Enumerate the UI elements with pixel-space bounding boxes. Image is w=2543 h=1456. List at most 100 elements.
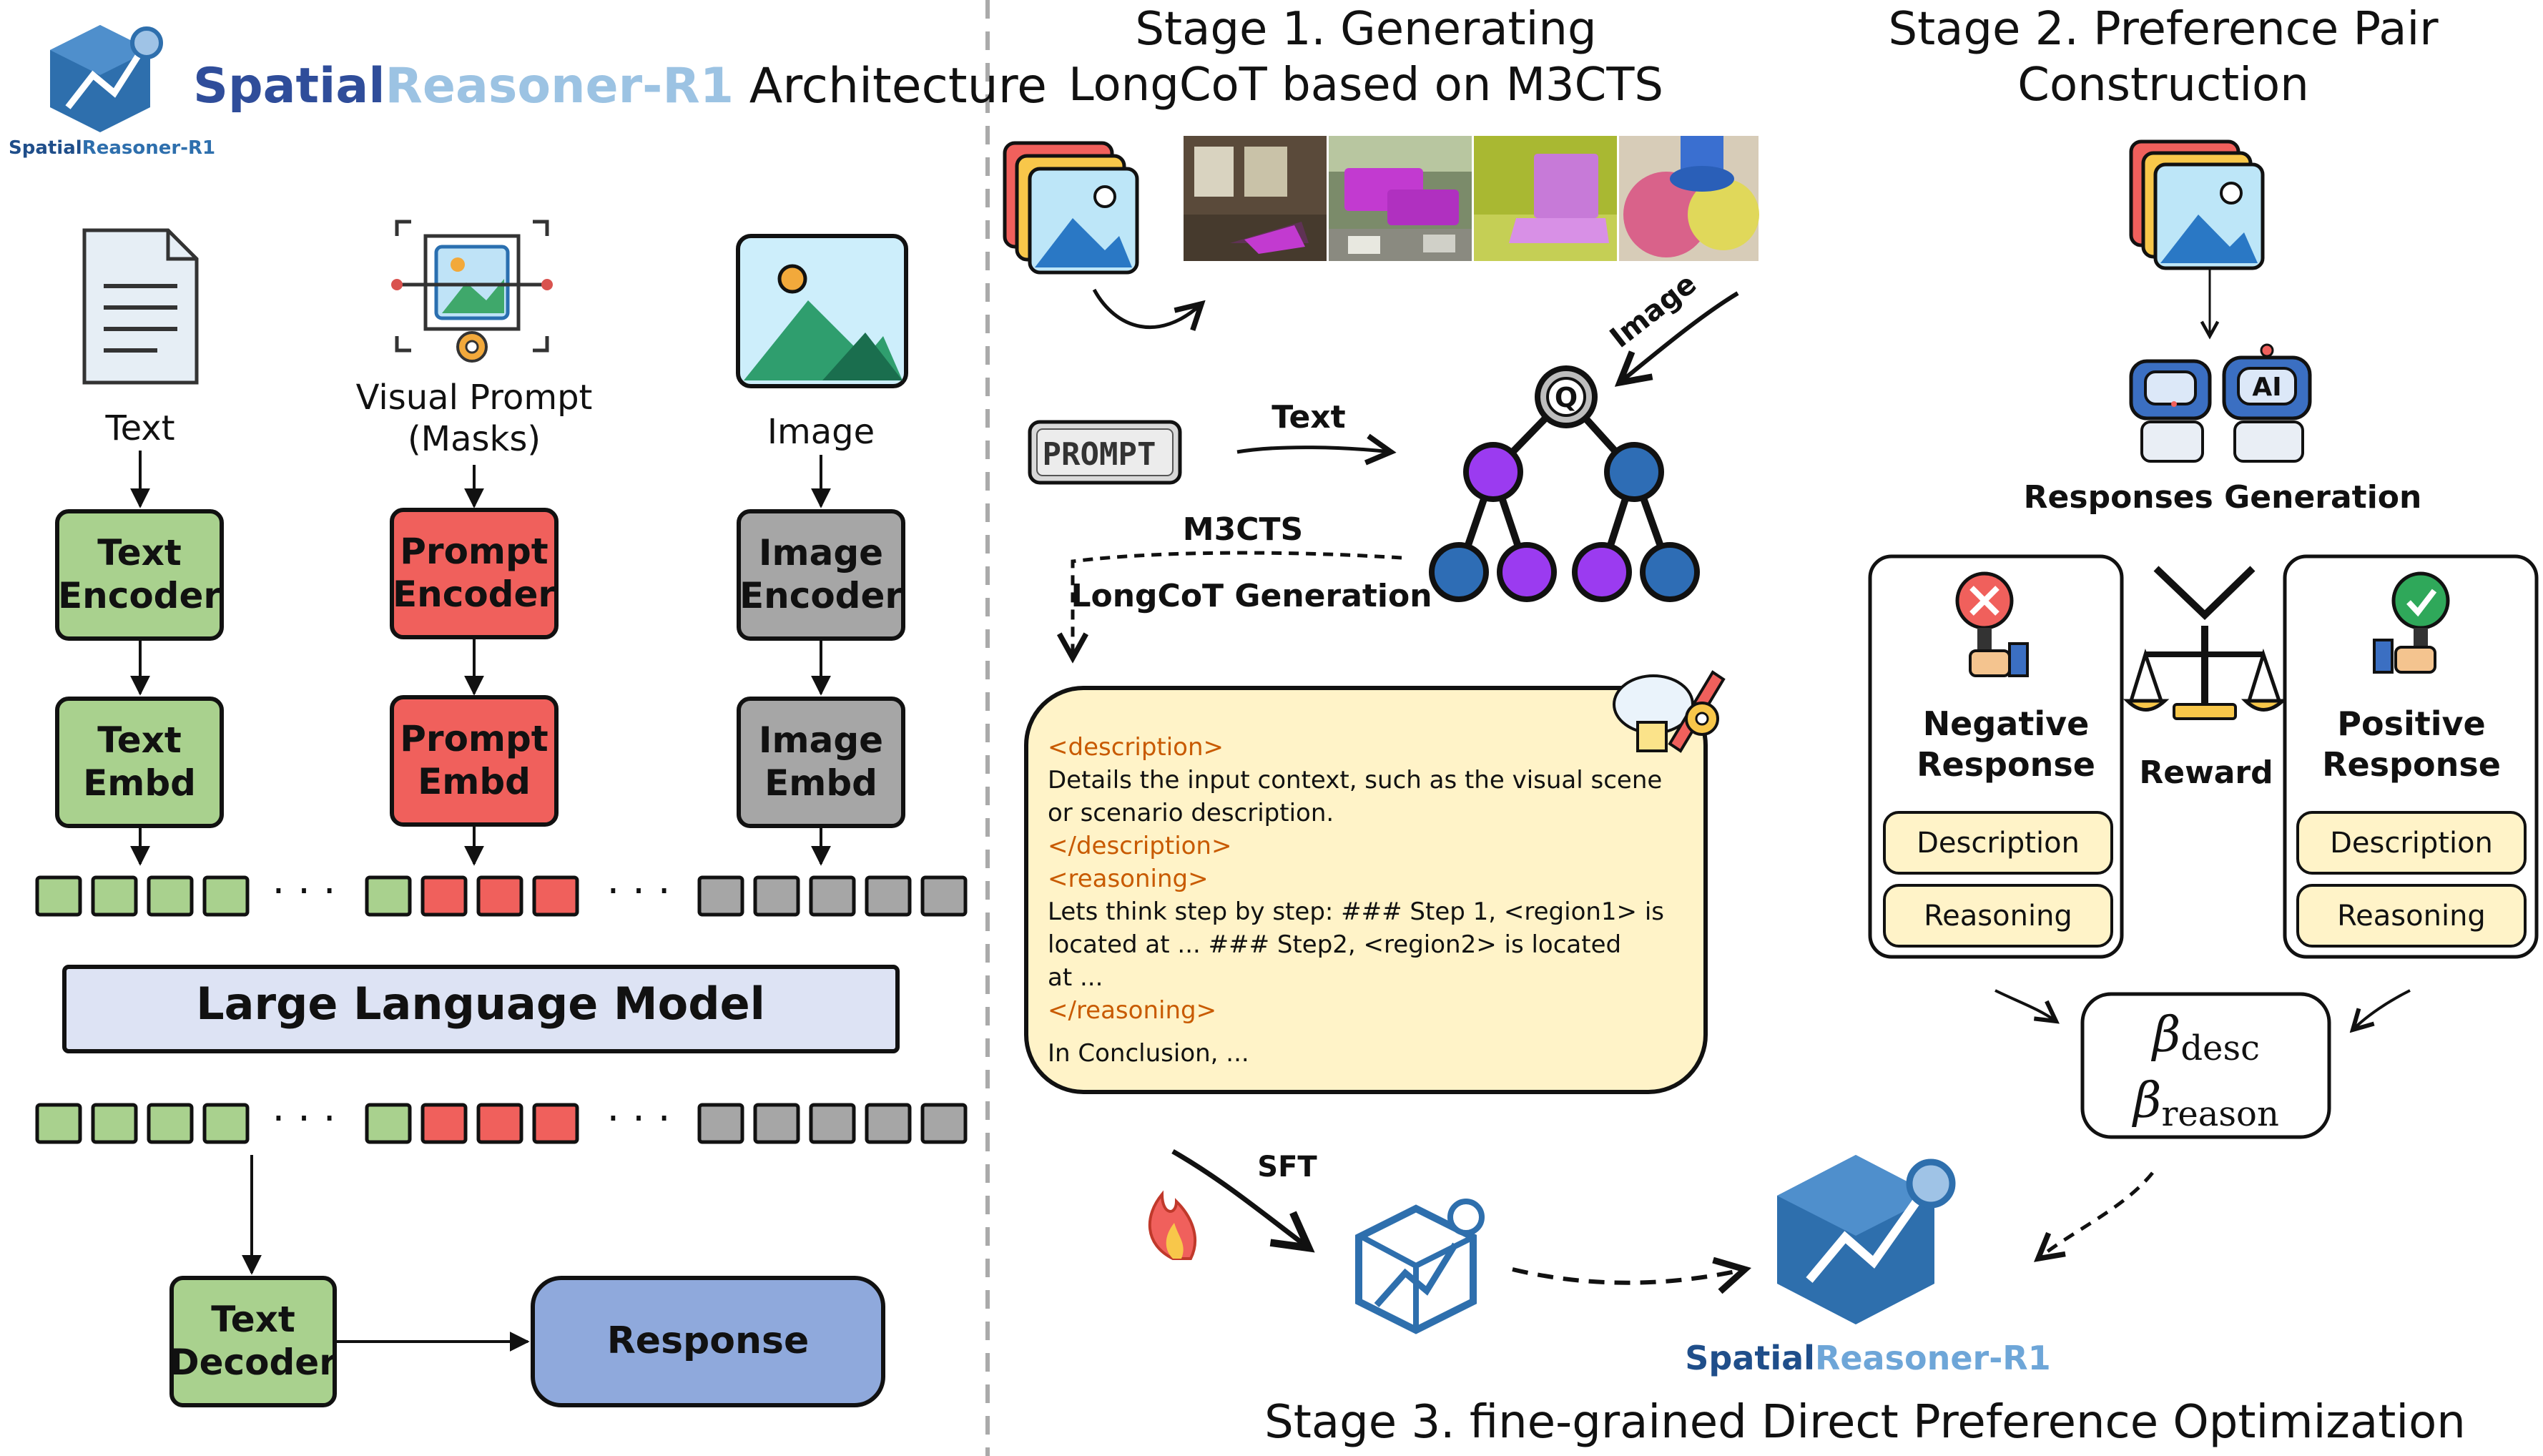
thumbs-up-icon [2373, 571, 2450, 674]
token-square [809, 1103, 856, 1144]
tree-node [1572, 542, 1632, 602]
token-square [920, 875, 968, 917]
svg-text:Description: Description [2330, 827, 2493, 860]
visual-prompt-icon [391, 220, 553, 363]
text-decoder: Text Decoder [169, 1276, 337, 1407]
cot-reasoning-line: at ... [1048, 963, 1103, 992]
svg-text:Embd: Embd [83, 762, 196, 804]
logo-caption: SpatialReasoner-R1 [9, 137, 215, 159]
base-to-final-dashed-arrow [1512, 1269, 1745, 1283]
token-square [35, 875, 82, 917]
token-square [365, 1103, 412, 1144]
svg-text:Negative: Negative [1923, 704, 2090, 743]
negative-description-chip: Description [1883, 811, 2113, 875]
svg-text:Description: Description [1917, 827, 2080, 860]
brand-logo: SpatialReasoner-R1 [9, 25, 215, 159]
input-label-masks: (Masks) [408, 419, 541, 459]
token-square [147, 1103, 194, 1144]
stage1-title-line1: Stage 1. Generating [1135, 3, 1596, 56]
beta-parameters-box: βdesc βreason [2080, 992, 2331, 1139]
input-label-text: Text [104, 408, 174, 448]
svg-text:Decoder: Decoder [169, 1342, 337, 1383]
text-to-tree-arrow [1236, 448, 1391, 452]
token-square [865, 875, 912, 917]
input-label-visual-prompt: Visual Prompt [356, 378, 593, 418]
token-square [753, 875, 800, 917]
svg-text:Response: Response [1917, 745, 2095, 784]
cot-reasoning-close-tag: </reasoning> [1048, 996, 1216, 1025]
token-square [476, 1103, 523, 1144]
token-square [753, 1103, 800, 1144]
token-square [91, 1103, 138, 1144]
large-language-model: Large Language Model [62, 965, 900, 1053]
svg-text:βdesc: βdesc [2150, 1007, 2260, 1068]
token-ellipsis: · · · [606, 868, 670, 915]
cot-reasoning-open-tag: <reasoning> [1048, 865, 1209, 893]
token-square [865, 1103, 912, 1144]
image-embedding: Image Embd [737, 697, 905, 828]
token-square [697, 1103, 744, 1144]
tree-node [1640, 542, 1700, 602]
robots-icon: AI [2129, 343, 2312, 463]
token-square [697, 875, 744, 917]
positive-reasoning-chip: Reasoning [2296, 884, 2527, 948]
cot-reasoning-line: Lets think step by step: ### Step 1, <re… [1048, 897, 1664, 926]
m3cts-tree: Q [1429, 365, 1700, 602]
longcot-label: LongCoT Generation [1071, 578, 1432, 614]
tree-node [1463, 442, 1523, 502]
longcot-output-box: <description> Details the input context,… [1024, 686, 1708, 1094]
document-icon [82, 228, 199, 385]
svg-text:Encoder: Encoder [393, 574, 556, 615]
m3cts-label: M3CTS [1183, 511, 1303, 548]
token-square [147, 875, 194, 917]
sample-photo-laptop [1474, 136, 1617, 261]
svg-text:Q: Q [1555, 382, 1578, 413]
svg-text:Reasoning: Reasoning [2337, 900, 2486, 933]
positive-response-panel: Positive Response Description Reasoning [2283, 554, 2539, 959]
stage1-title-line2: LongCoT based on M3CTS [1068, 59, 1663, 112]
base-model-logo [1355, 1199, 1485, 1334]
dpo-dashed-arrow [2038, 1171, 2154, 1259]
text-encoder: Text Encoder [55, 509, 224, 641]
image-flow-arrow [1092, 288, 1201, 328]
token-square [532, 875, 579, 917]
reward-label: Reward [2139, 754, 2273, 791]
fire-icon [1148, 1190, 1197, 1260]
cot-description-line: Details the input context, such as the v… [1048, 766, 1662, 795]
svg-text:Embd: Embd [764, 762, 877, 804]
image-encoder: Image Encoder [737, 509, 905, 641]
input-token-row [35, 875, 968, 917]
svg-text:Text: Text [97, 532, 182, 574]
token-ellipsis: · · · [272, 868, 335, 915]
svg-text:Reasoning: Reasoning [1924, 900, 2072, 933]
sample-image-strip [1184, 136, 1759, 261]
negative-reasoning-chip: Reasoning [1883, 884, 2113, 948]
token-square [202, 1103, 250, 1144]
image-icon [736, 234, 908, 388]
cot-description-open-tag: <description> [1048, 733, 1224, 762]
thumbs-down-icon [1955, 571, 2029, 677]
image-stack-icon [1003, 141, 1139, 275]
cot-conclusion: In Conclusion, ... [1048, 1039, 1249, 1068]
stage2-title-line1: Stage 2. Preference Pair [1888, 3, 2439, 56]
token-square [420, 1103, 468, 1144]
svg-text:Embd: Embd [418, 761, 531, 802]
sample-photo-room [1184, 136, 1327, 261]
prompt-encoder: Prompt Encoder [390, 508, 559, 639]
svg-text:Text: Text [97, 719, 182, 761]
token-square [35, 1103, 82, 1144]
sample-photo-traffic [1329, 136, 1472, 261]
positive-description-chip: Description [2296, 811, 2527, 875]
svg-text:Text: Text [211, 1299, 295, 1340]
tree-node [1497, 542, 1557, 602]
image-to-tree-arrow [1620, 291, 1739, 383]
prompt-embedding: Prompt Embd [390, 695, 559, 827]
final-logo-caption: SpatialReasoner-R1 [1685, 1339, 2050, 1377]
responses-generation-label: Responses Generation [2024, 479, 2422, 516]
token-square [202, 875, 250, 917]
idea-pencil-icon [1613, 670, 1726, 753]
svg-text:Response: Response [2322, 745, 2501, 784]
negative-response-panel: Negative Response Description Reasoning [1868, 554, 2124, 959]
tree-root-node: Q [1535, 365, 1598, 428]
svg-text:Response: Response [607, 1319, 809, 1362]
